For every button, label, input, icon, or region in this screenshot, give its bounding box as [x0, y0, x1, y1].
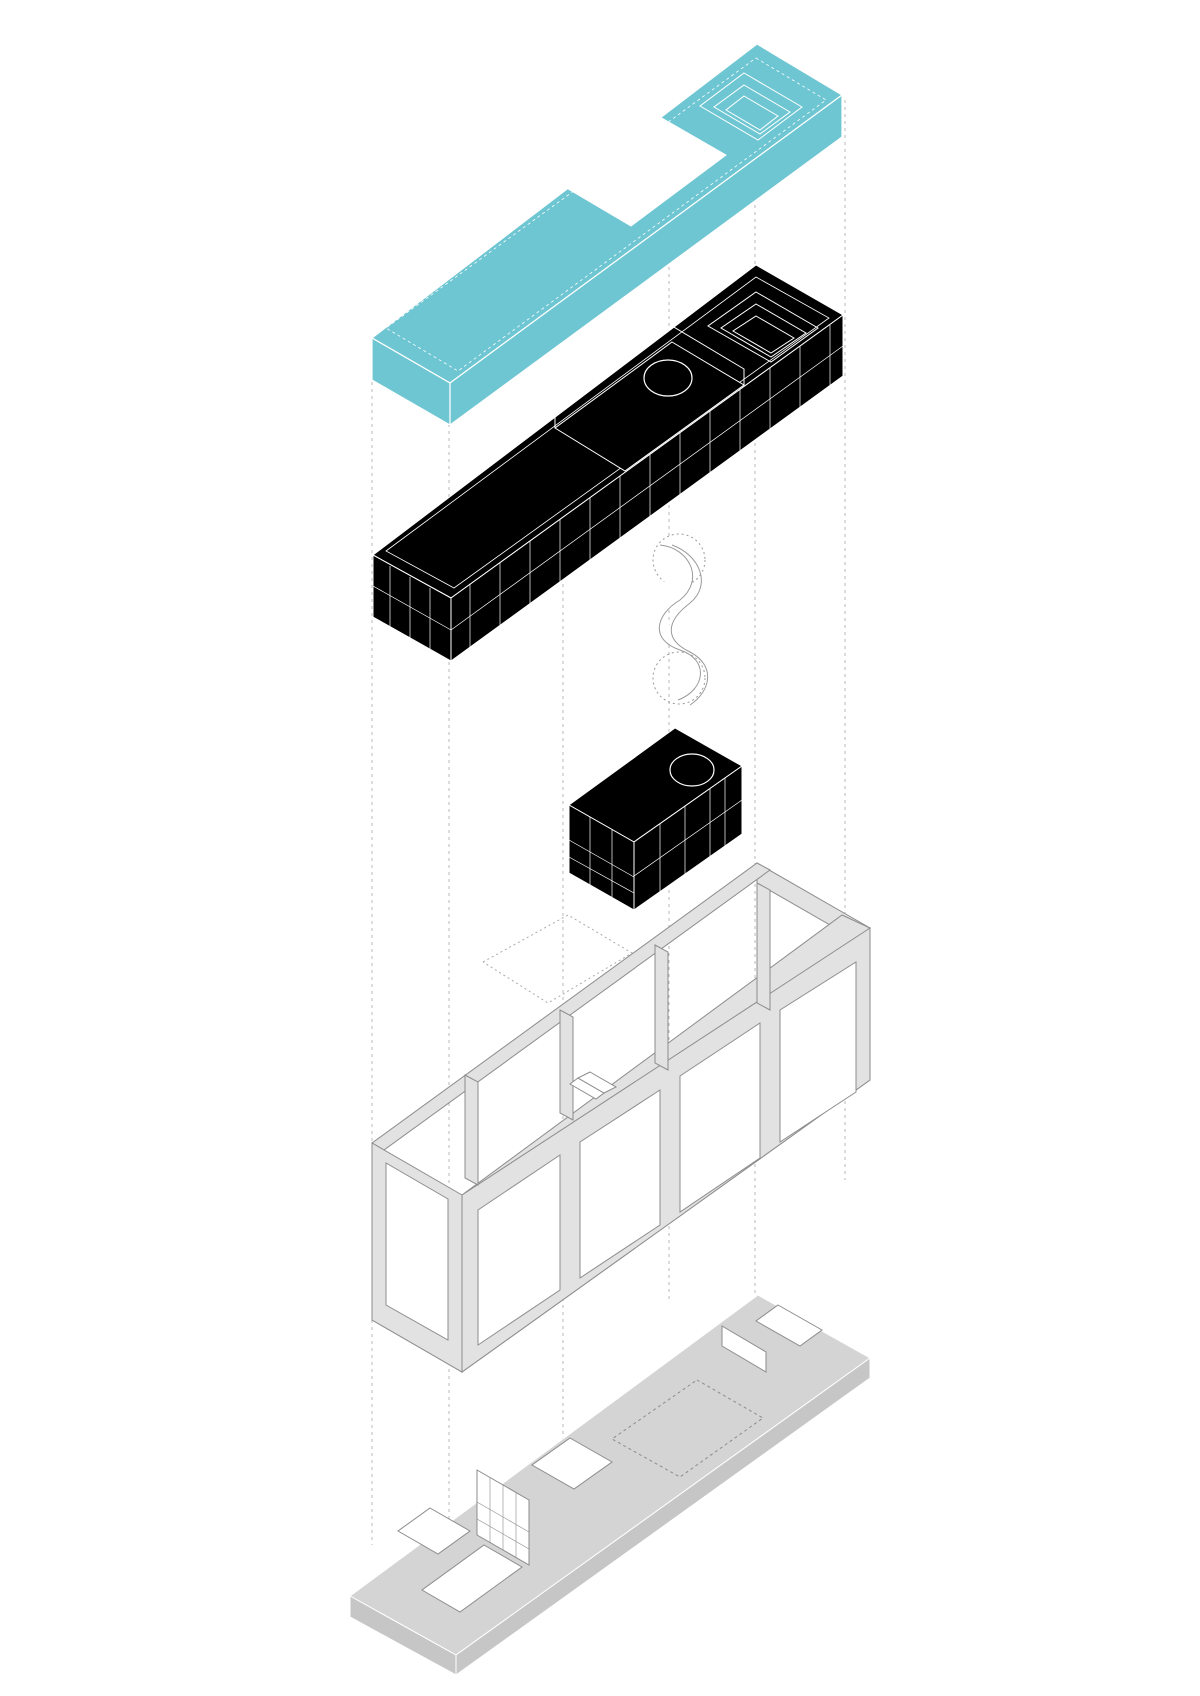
- roof-inset-2: [713, 84, 791, 135]
- dresser: [721, 1325, 767, 1373]
- pool-step-1: [707, 291, 819, 363]
- spiral-stair-layer: [652, 533, 709, 706]
- frame-back-post-3: [559, 1009, 574, 1121]
- upper-floor-layer: [372, 264, 844, 662]
- ground-floor-layer: [349, 1294, 871, 1676]
- sofa: [421, 1544, 523, 1613]
- core-facade-grid: [568, 778, 743, 897]
- frame-window-2: [579, 1089, 661, 1279]
- pool-step-3: [732, 315, 795, 354]
- shelving-grid: [476, 1478, 530, 1558]
- roof-opening: [557, 112, 727, 227]
- bed: [755, 1304, 823, 1347]
- ground-furniture: [397, 1304, 823, 1613]
- upper-skylight: [643, 359, 693, 397]
- stair-bottom-circle: [652, 651, 706, 705]
- upper-room-block: [554, 341, 745, 472]
- kitchen-island: [531, 1437, 613, 1490]
- ground-void-outline: [611, 1379, 764, 1478]
- pool-step-2: [720, 303, 807, 358]
- frame-back-post-2: [654, 944, 669, 1071]
- slab-facade-grid: [372, 325, 844, 649]
- ground-side-face: [455, 1357, 871, 1676]
- core-skylight: [669, 753, 715, 787]
- roof-inset-1: [699, 72, 803, 141]
- roof-side-face: [449, 94, 843, 426]
- frame-back-post-1: [756, 882, 771, 1011]
- roof-inset-3: [725, 95, 779, 131]
- frame-end-window: [385, 1162, 449, 1341]
- frame-back-post-4: [464, 1074, 479, 1186]
- frame-window-1: [477, 1154, 561, 1346]
- slab-rim: [385, 276, 830, 589]
- roof-inner-outline: [385, 57, 827, 372]
- frame-window-4: [779, 961, 857, 1143]
- upper-room-edge: [554, 325, 745, 428]
- frame-window-3: [679, 1022, 761, 1213]
- stair-spiral-2: [670, 544, 709, 706]
- frame-void-outline: [482, 914, 633, 1004]
- roof-terrace-layer: [371, 43, 843, 426]
- service-core-layer: [568, 727, 743, 911]
- sofa: [397, 1507, 471, 1555]
- stair-spiral-1: [658, 544, 701, 701]
- concrete-frame-layer: [371, 862, 871, 1373]
- frame-stair: [569, 1071, 618, 1100]
